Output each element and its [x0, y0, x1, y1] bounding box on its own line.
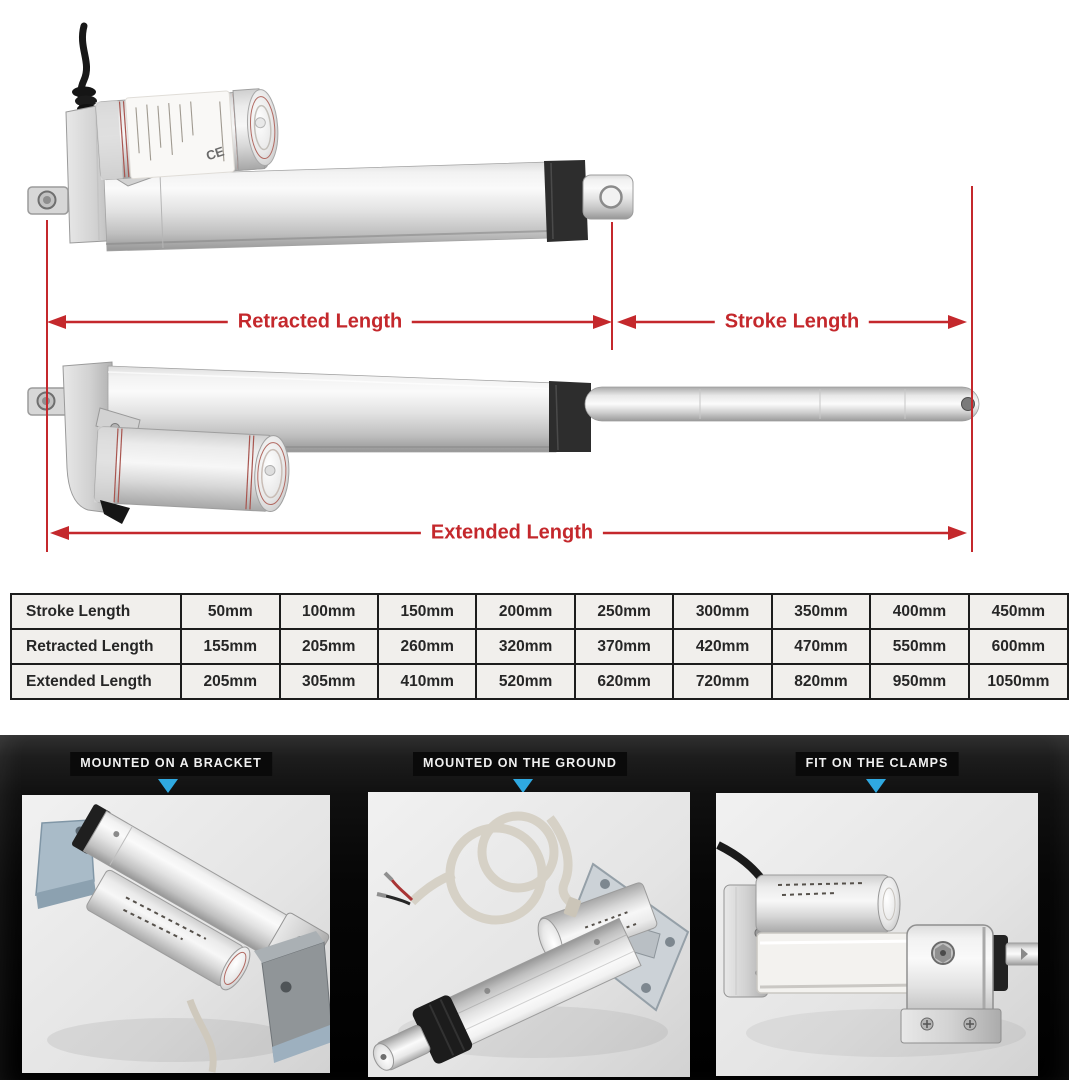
- pointer-triangle-icon: [158, 779, 178, 793]
- spec-cell: 410mm: [376, 663, 478, 700]
- photo-fit-on-the-clamps: [716, 793, 1038, 1076]
- spec-cell: 100mm: [278, 593, 379, 630]
- spec-cell: 550mm: [869, 628, 970, 665]
- spec-cell: 450mm: [967, 593, 1069, 630]
- motor-cylinder: CE: [95, 88, 279, 181]
- coiled-cable: [408, 811, 576, 925]
- photo-mounted-on-the-ground: [368, 792, 690, 1077]
- spec-cell: 400mm: [869, 593, 970, 630]
- row-header: Extended Length: [9, 663, 183, 700]
- extension-rod: [584, 386, 980, 422]
- ce-mark: CE: [204, 143, 226, 163]
- spec-cell: 600mm: [967, 628, 1069, 665]
- caption-fit-on-the-clamps: FIT ON THE CLAMPS: [795, 752, 959, 776]
- pointer-triangle-icon: [513, 779, 533, 793]
- actuator-on-flange: [372, 917, 642, 1071]
- caption-mounted-on-the-ground: MOUNTED ON THE GROUND: [413, 752, 627, 776]
- spec-cell: 420mm: [672, 628, 773, 665]
- mounting-gallery-panel: MOUNTED ON A BRACKET MOUNTED ON THE GROU…: [0, 735, 1069, 1080]
- spec-cell: 300mm: [672, 593, 773, 630]
- spec-cell: 50mm: [180, 593, 281, 630]
- black-wire: [385, 894, 411, 906]
- red-wire: [390, 879, 414, 902]
- spec-cell: 520mm: [475, 663, 576, 700]
- actuator-dimension-diagram: CE: [27, 22, 980, 552]
- power-cable: [186, 998, 217, 1073]
- table-row: Extended Length 205mm 305mm 410mm 520mm …: [9, 663, 1069, 700]
- extended-actuator-illustration: [27, 361, 980, 524]
- table-row: Retracted Length 155mm 205mm 260mm 320mm…: [9, 628, 1069, 665]
- spec-cell: 305mm: [278, 663, 379, 700]
- spec-cell: 370mm: [573, 628, 675, 665]
- spec-cell: 350mm: [770, 593, 872, 630]
- shaft-clamp: [900, 924, 1002, 1044]
- clamp-base-flange: [900, 1008, 1002, 1044]
- retracted-actuator-illustration: CE: [27, 22, 634, 252]
- front-end-cap: [549, 381, 591, 452]
- cable-stub: [100, 500, 130, 524]
- retracted-length-label: Retracted Length: [227, 310, 413, 334]
- spec-cell: 620mm: [573, 663, 675, 700]
- motor-cylinder: [93, 426, 290, 513]
- wedge-bracket: [261, 941, 330, 1058]
- dimension-spec-table: Stroke Length 50mm 100mm 150mm 200mm 250…: [9, 593, 1069, 700]
- spec-cell: 155mm: [180, 628, 281, 665]
- pointer-triangle-icon: [866, 779, 886, 793]
- spec-cell: 250mm: [573, 593, 675, 630]
- spec-cell: 260mm: [376, 628, 478, 665]
- photo-mounted-on-a-bracket: [22, 795, 330, 1073]
- spec-cell: 1050mm: [967, 663, 1069, 700]
- spec-cell: 205mm: [180, 663, 281, 700]
- motor-spec-label: [124, 90, 235, 180]
- spec-cell: 470mm: [770, 628, 872, 665]
- spec-cell: 950mm: [869, 663, 970, 700]
- caption-mounted-on-a-bracket: MOUNTED ON A BRACKET: [70, 752, 272, 776]
- spec-cell: 200mm: [475, 593, 576, 630]
- spec-cell: 820mm: [770, 663, 872, 700]
- spec-cell: 205mm: [278, 628, 379, 665]
- stroke-length-label: Stroke Length: [714, 310, 870, 334]
- row-header: Stroke Length: [9, 593, 183, 630]
- front-end-cap: [544, 160, 588, 242]
- row-header: Retracted Length: [9, 628, 183, 665]
- spec-cell: 720mm: [672, 663, 773, 700]
- extended-length-label: Extended Length: [420, 521, 604, 545]
- motor-cylinder: [755, 874, 892, 934]
- spec-cell: 320mm: [475, 628, 576, 665]
- table-row: Stroke Length 50mm 100mm 150mm 200mm 250…: [9, 593, 1069, 630]
- spec-cell: 150mm: [376, 593, 478, 630]
